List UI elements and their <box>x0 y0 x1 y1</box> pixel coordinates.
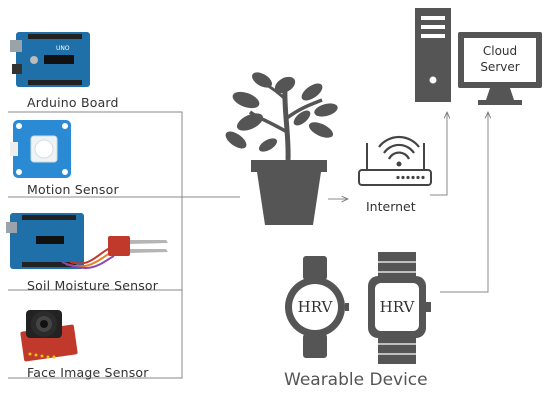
soil-moisture-sensor-image <box>6 213 168 269</box>
cloud-label-line1: Cloud <box>482 44 518 58</box>
motion-sensor-image <box>10 120 71 178</box>
server-tower-icon <box>415 8 451 102</box>
wearable-to-cloud-arrow <box>440 112 488 293</box>
label-motion-sensor: Motion Sensor <box>27 182 119 197</box>
arduino-bus-line <box>8 111 183 379</box>
connector-lines <box>8 111 488 379</box>
label-face-image-sensor: Face Image Sensor <box>27 365 149 380</box>
watch-round-icon <box>285 256 349 358</box>
watch-1-hrv-text: HRV <box>297 298 333 316</box>
plant-icon <box>225 72 338 225</box>
watch-2-hrv-text: HRV <box>379 298 415 316</box>
face-image-sensor-image <box>20 310 78 362</box>
wearable-device-label: Wearable Device <box>284 370 428 390</box>
router-icon <box>358 135 432 186</box>
cloud-monitor-icon <box>458 32 542 105</box>
label-arduino-board: Arduino Board <box>27 95 119 110</box>
cloud-label-line2: Server <box>480 60 520 74</box>
internet-label: Internet <box>366 199 416 214</box>
watch-square-icon <box>368 252 431 364</box>
label-soil-moisture-sensor: Soil Moisture Sensor <box>27 278 159 293</box>
arduino-board-image: UNO <box>10 32 90 87</box>
internet-to-server-arrow <box>430 112 447 196</box>
cloud-server-label: Cloud Server <box>464 43 536 75</box>
svg-text:UNO: UNO <box>56 45 70 52</box>
